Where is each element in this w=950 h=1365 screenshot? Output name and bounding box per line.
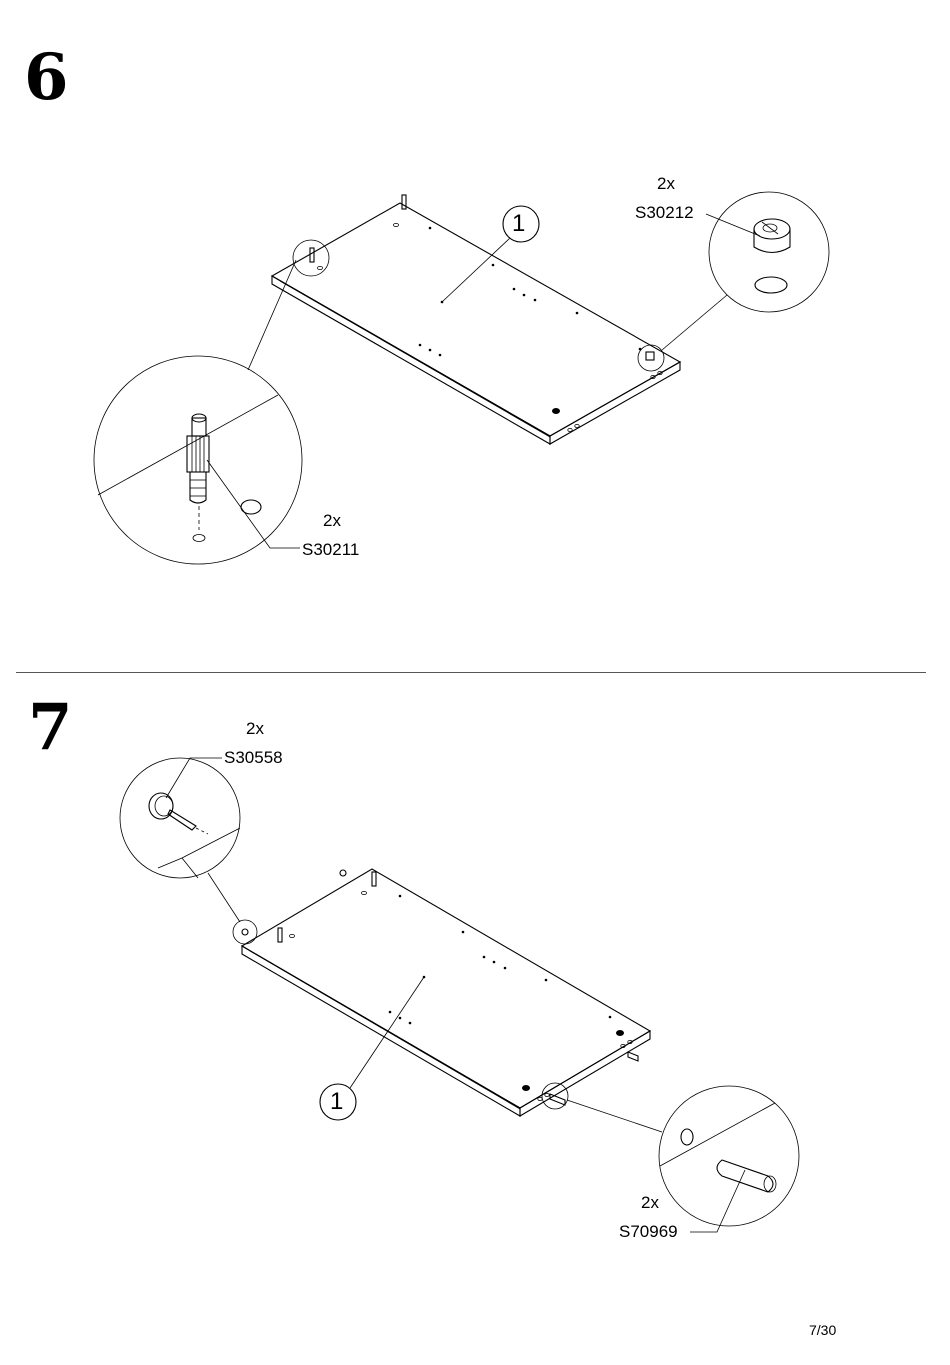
part-s30211-code: S30211 [302,541,359,558]
cam-bolt-detail [94,260,302,564]
step6-panel [272,195,680,444]
nail-glide-detail [120,758,240,922]
step-divider [16,672,926,673]
part-s30212-code: S30212 [635,204,694,221]
cam-bolt-icon [187,414,209,542]
step-7-number: 7 [28,696,73,760]
part-s30558-code: S30558 [224,749,283,766]
wooden-dowel-icon [717,1160,776,1192]
step6-panel-number: 1 [512,212,525,236]
part-s70969-qty: 2x [641,1194,659,1211]
nail-glide-icon [149,793,208,834]
part-s70969-code: S70969 [619,1223,678,1240]
part-s30558-qty: 2x [246,720,264,737]
part-s30211-qty: 2x [323,512,341,529]
part-s30212-qty: 2x [657,175,675,192]
cam-lock-icon [754,219,790,293]
step7-panel [233,869,650,1116]
page-number: 7/30 [809,1322,836,1338]
step7-panel-number: 1 [330,1090,343,1114]
wooden-dowel-detail [567,1086,799,1232]
